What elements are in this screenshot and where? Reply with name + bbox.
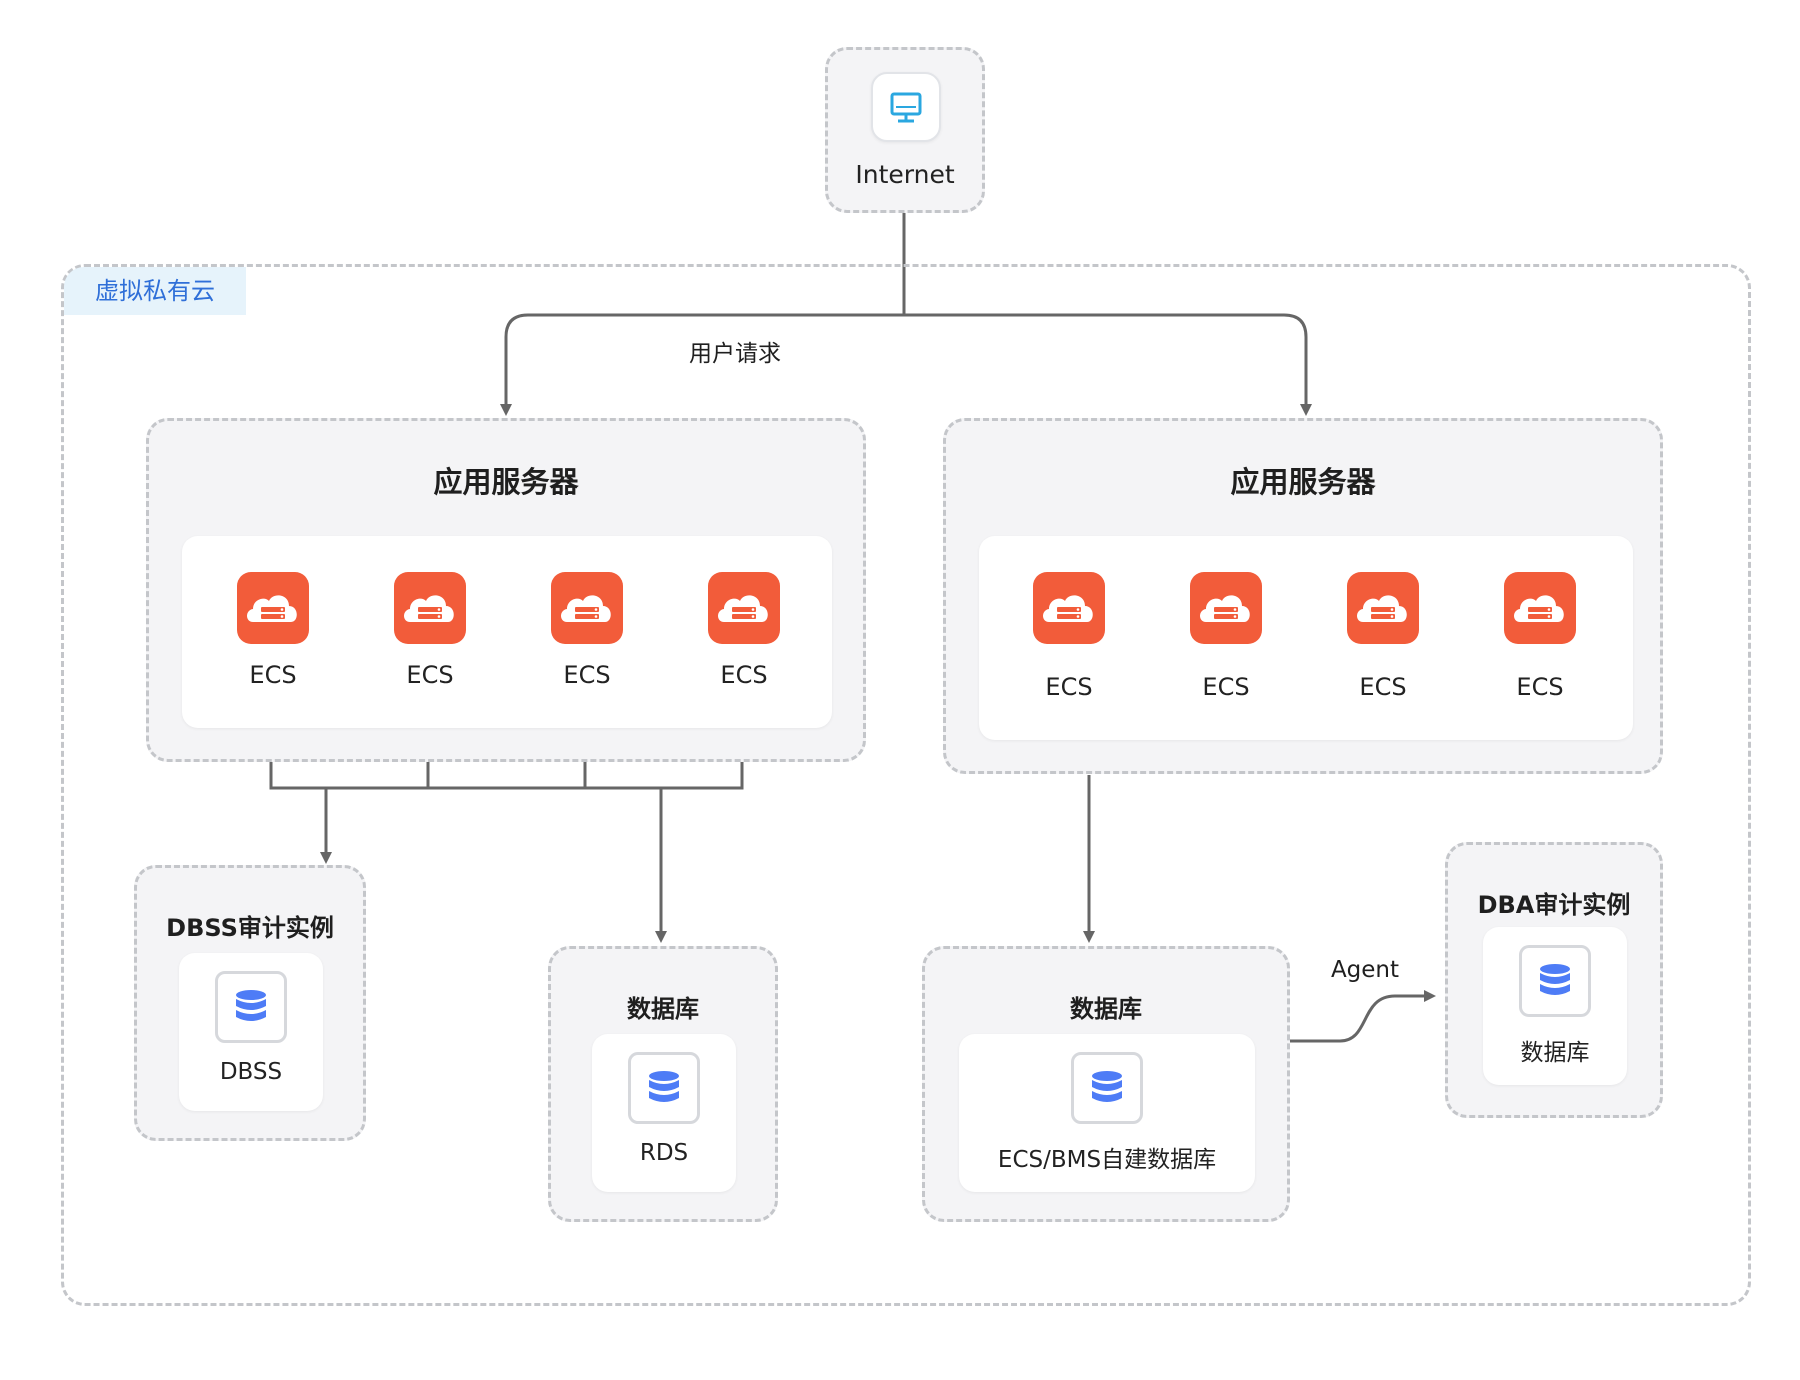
ecs-label: ECS: [1516, 673, 1564, 701]
internet-label: Internet: [855, 160, 955, 189]
dba-panel: 数据库: [1483, 927, 1627, 1085]
vpc-label: 虚拟私有云: [64, 267, 246, 315]
dbss-label: DBSS: [219, 1059, 283, 1085]
app-server-group-left: 应用服务器 ECS ECS ECS ECS: [146, 418, 866, 762]
ecs-cloud-icon: [237, 572, 309, 644]
ecs-cloud-icon: [708, 572, 780, 644]
ecs-cloud-icon: [394, 572, 466, 644]
dba-label: 数据库: [1520, 1040, 1590, 1066]
self-built-database-node: 数据库 ECS/BMS自建数据库: [922, 946, 1290, 1222]
ecs-label: ECS: [406, 661, 454, 689]
dbss-title: DBSS审计实例: [166, 914, 334, 942]
ecs-label: ECS: [1202, 673, 1250, 701]
ecs-panel: ECS ECS ECS ECS: [979, 536, 1633, 740]
monitor-icon: [871, 72, 941, 142]
ecs-cloud-icon: [1347, 572, 1419, 644]
agent-label: Agent: [1330, 957, 1400, 983]
ecs-panel: ECS ECS ECS ECS: [182, 536, 832, 728]
ecs-cloud-icon: [1504, 572, 1576, 644]
ecs-label: ECS: [1045, 673, 1093, 701]
user-request-label: 用户请求: [689, 341, 781, 367]
dbss-audit-node: DBSS审计实例 DBSS: [134, 865, 366, 1141]
vpc-container: [61, 264, 1751, 1306]
database-icon: [628, 1052, 700, 1124]
rds-label: RDS: [639, 1140, 689, 1166]
ecs-cloud-icon: [1033, 572, 1105, 644]
dba-title: DBA审计实例: [1477, 891, 1631, 919]
dbss-panel: DBSS: [179, 953, 323, 1111]
database-icon: [215, 971, 287, 1043]
ecs-label: ECS: [249, 661, 297, 689]
app-server-group-right: 应用服务器 ECS ECS ECS ECS: [943, 418, 1663, 774]
group-title: 应用服务器: [433, 465, 579, 499]
rds-database-node: 数据库 RDS: [548, 946, 778, 1222]
dba-audit-node: DBA审计实例 数据库: [1445, 842, 1663, 1118]
ecs-cloud-icon: [551, 572, 623, 644]
user-request-line-left: [500, 313, 904, 416]
rds-title: 数据库: [627, 995, 699, 1023]
self-db-panel: ECS/BMS自建数据库: [959, 1034, 1255, 1192]
self-db-label: ECS/BMS自建数据库: [997, 1147, 1217, 1173]
internet-node: Internet: [825, 47, 985, 213]
ecs-label: ECS: [720, 661, 768, 689]
ecs-label: ECS: [563, 661, 611, 689]
agent-line: [1290, 990, 1436, 1043]
database-icon: [1071, 1052, 1143, 1124]
ecs-label: ECS: [1359, 673, 1407, 701]
ecs-cloud-icon: [1190, 572, 1262, 644]
self-db-title: 数据库: [1070, 995, 1142, 1023]
database-icon: [1519, 945, 1591, 1017]
user-request-line-right: [904, 313, 1312, 416]
group-title: 应用服务器: [1230, 465, 1376, 499]
rds-panel: RDS: [592, 1034, 736, 1192]
